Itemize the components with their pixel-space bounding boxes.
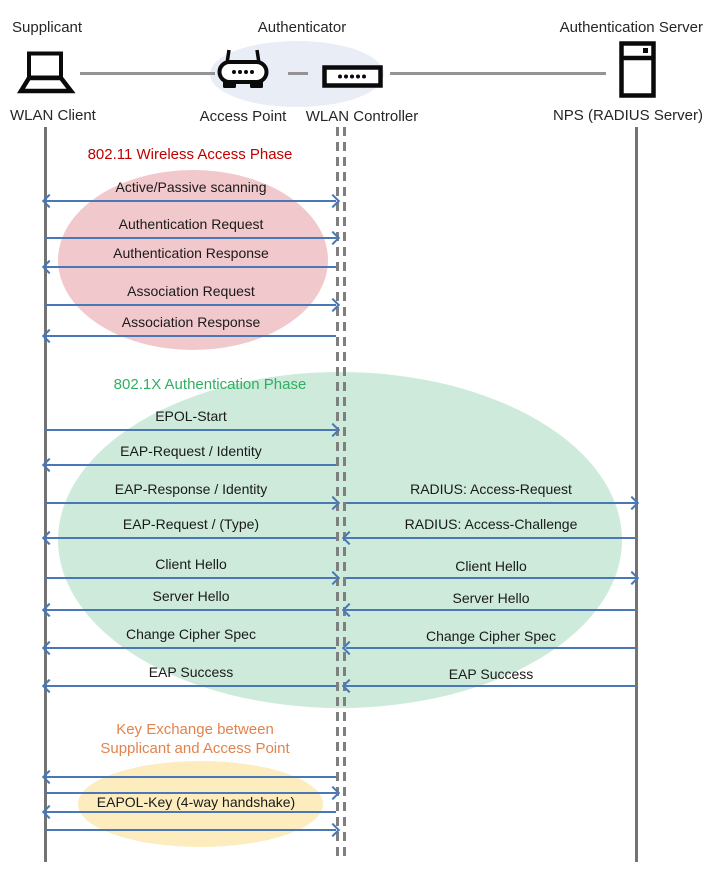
message-arrow [346, 609, 635, 611]
connector-controller-server [390, 72, 606, 75]
message-label: RADIUS: Access-Challenge [404, 516, 578, 532]
message-label: Server Hello [152, 588, 230, 604]
role-authentication-server: Authentication Server [559, 19, 703, 36]
role-supplicant: Supplicant [12, 19, 83, 36]
connector-ap-controller [288, 72, 308, 75]
device-label-nps: NPS (RADIUS Server) [552, 107, 703, 124]
phase2-ellipse [58, 372, 622, 708]
message-label: EAP-Request / Identity [120, 443, 262, 459]
message-label: Client Hello [155, 556, 227, 572]
message-label: Authentication Response [113, 245, 269, 261]
message-arrow [46, 429, 336, 431]
message-arrow [46, 537, 336, 539]
message-label: EAP-Request / (Type) [122, 516, 260, 532]
role-authenticator: Authenticator [257, 19, 347, 36]
lifeline-wlan-client [44, 127, 47, 862]
message-arrow [46, 647, 336, 649]
message-label: Active/Passive scanning [115, 179, 267, 195]
message-arrow [46, 464, 336, 466]
lifeline-nps-server [635, 127, 638, 862]
connector-client-ap [80, 72, 215, 75]
message-arrow [346, 685, 635, 687]
message-arrow [46, 609, 336, 611]
message-label: Change Cipher Spec [426, 628, 556, 644]
message-arrow [346, 647, 635, 649]
lifeline-wlan-controller [343, 127, 346, 856]
message-arrow [346, 502, 635, 504]
message-arrow [46, 200, 336, 202]
message-label: Change Cipher Spec [126, 626, 256, 642]
lifeline-access-point [336, 127, 339, 856]
server-icon [619, 41, 656, 98]
message-arrow [346, 537, 635, 539]
laptop-icon [12, 51, 78, 95]
access-point-icon [217, 48, 269, 92]
message-arrow [46, 304, 336, 306]
message-label: Association Response [121, 314, 261, 330]
message-label: EAP-Response / Identity [114, 481, 268, 497]
message-arrow [346, 577, 635, 579]
message-arrow [46, 792, 336, 794]
message-label: Association Request [127, 283, 255, 299]
device-label-wlan-controller: WLAN Controller [305, 108, 419, 125]
message-label: EAP Success [148, 664, 234, 680]
message-arrow [46, 502, 336, 504]
message-label: Authentication Request [118, 216, 264, 232]
message-arrow [46, 685, 336, 687]
message-label: Client Hello [455, 558, 527, 574]
message-label: EAP Success [448, 666, 534, 682]
message-arrow [46, 776, 336, 778]
message-arrow [46, 577, 336, 579]
phase3-title-line1: Key Exchange between [116, 721, 274, 738]
phase2-title: 802.1X Authentication Phase [113, 376, 307, 393]
message-arrow [46, 829, 336, 831]
message-arrow [46, 335, 336, 337]
phase1-title: 802.11 Wireless Access Phase [87, 146, 293, 163]
handshake-label: EAPOL-Key (4-way handshake) [96, 794, 296, 810]
phase3-title-line2: Supplicant and Access Point [100, 740, 290, 757]
wlan-controller-icon [322, 65, 383, 88]
device-label-wlan-client: WLAN Client [10, 107, 96, 124]
message-arrow [46, 266, 336, 268]
message-arrow [46, 811, 336, 813]
message-arrow [46, 237, 336, 239]
message-label: EPOL-Start [155, 408, 227, 424]
message-label: Server Hello [452, 590, 530, 606]
device-label-access-point: Access Point [199, 108, 287, 125]
message-label: RADIUS: Access-Request [410, 481, 572, 497]
